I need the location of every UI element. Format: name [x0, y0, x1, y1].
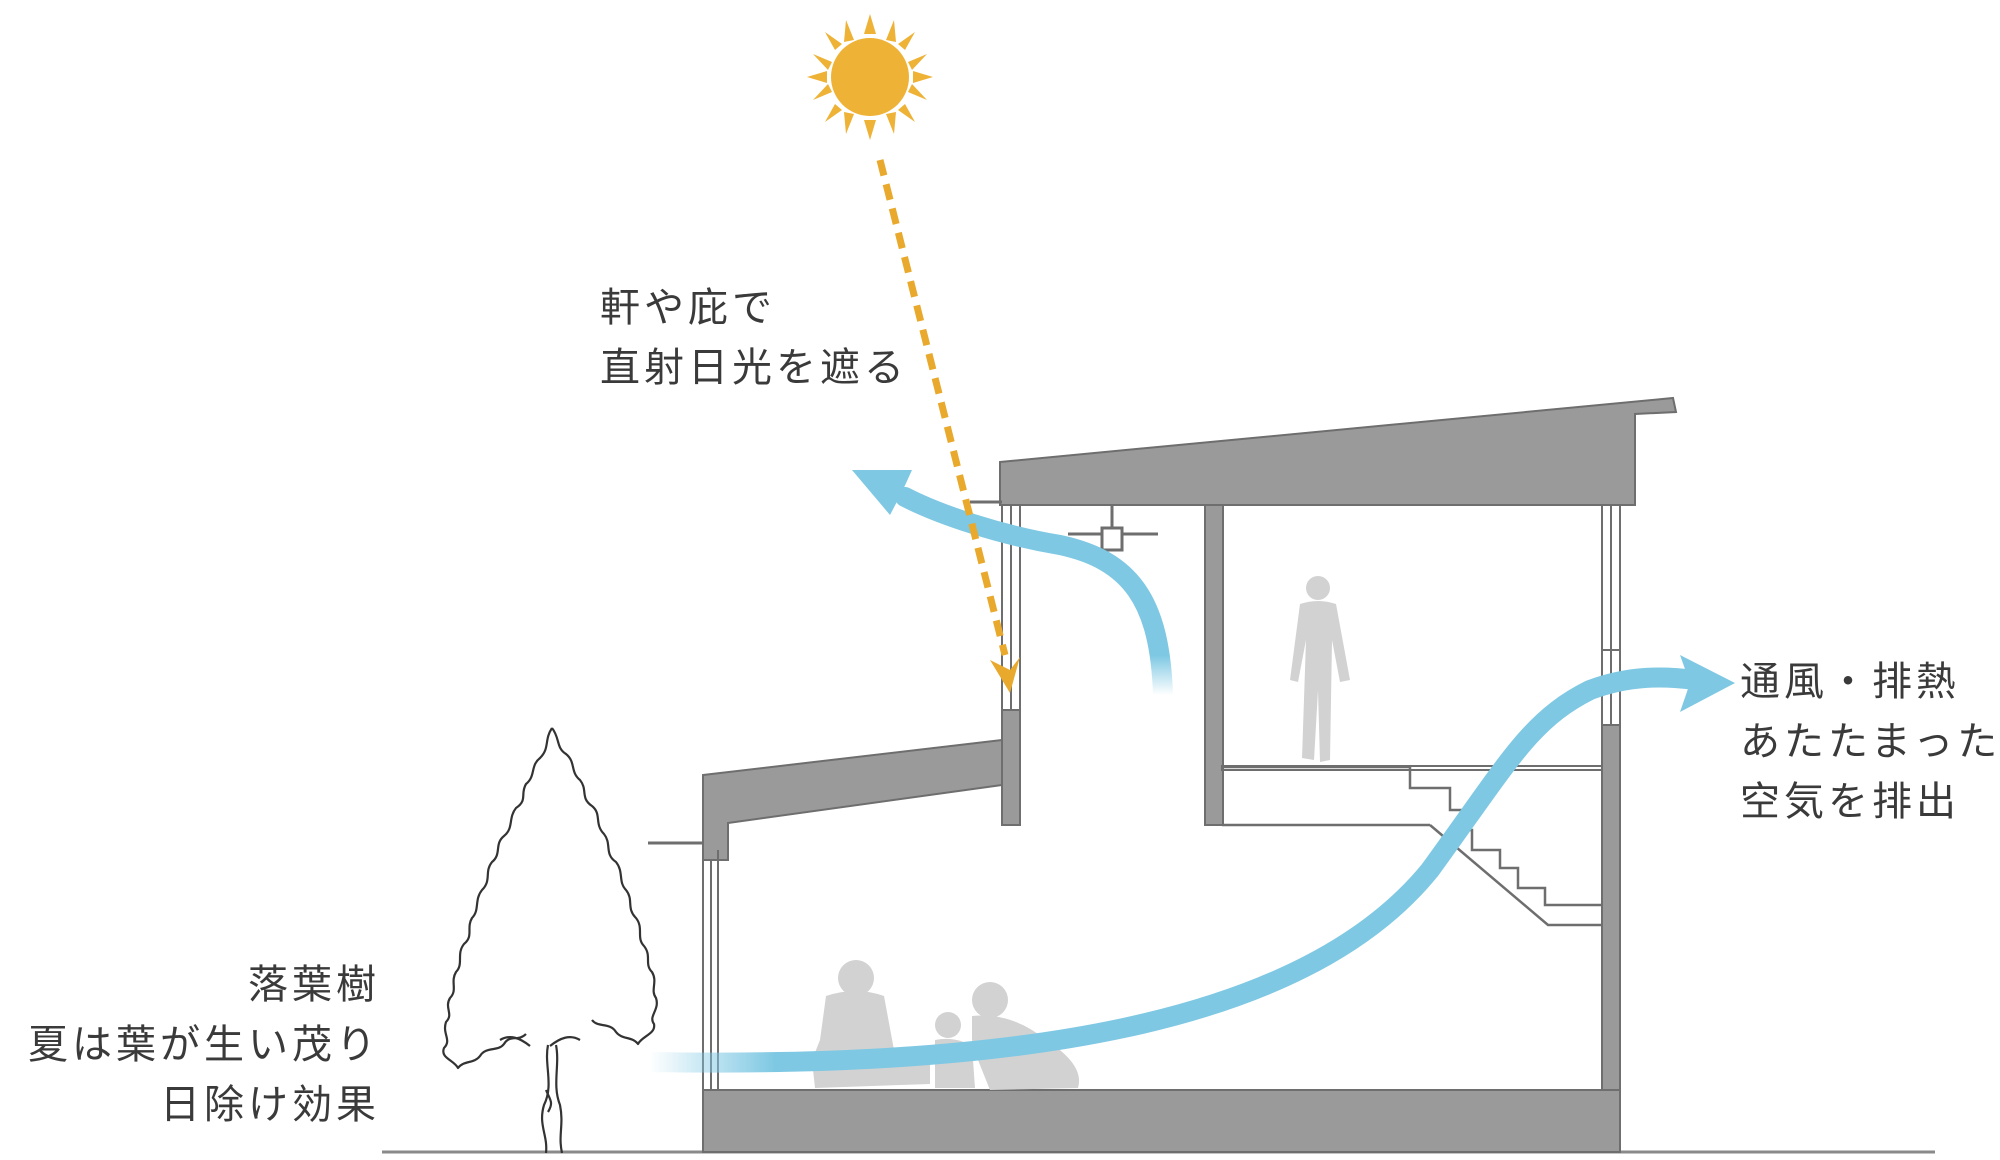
arrowhead	[1680, 655, 1735, 712]
upper-roof	[999, 396, 1678, 506]
label-line: 日除け効果	[160, 1082, 380, 1128]
label-ventilation: 通風・排熱 あたたまった 空気を排出	[1740, 652, 2000, 832]
sun-ray-arrowhead	[990, 657, 1020, 693]
lower-roof	[702, 738, 1003, 861]
person-silhouette-icon	[1290, 576, 1350, 762]
right-wall-lower	[1601, 724, 1621, 1091]
label-line: 夏は葉が生い茂り	[28, 1022, 380, 1068]
label-line: 通風・排熱	[1740, 659, 1960, 705]
deciduous-tree-icon	[442, 727, 658, 1154]
label-line: 軒や庇で	[600, 285, 776, 331]
label-deciduous-tree: 落葉樹 夏は葉が生い茂り 日除け効果	[28, 955, 380, 1135]
label-line: 直射日光を遮る	[600, 345, 908, 391]
arrowhead	[852, 470, 912, 515]
floor-slab	[702, 1089, 1621, 1153]
interior-wall	[1204, 504, 1224, 826]
label-line: 落葉樹	[248, 962, 380, 1008]
airflow-arrows	[640, 470, 1735, 1073]
sun-ray	[876, 159, 1009, 656]
label-line: 空気を排出	[1740, 779, 1960, 825]
people	[812, 576, 1350, 1090]
lower-left-wall	[702, 859, 712, 1091]
stairs	[1222, 765, 1602, 927]
airflow-exhaust	[640, 667, 1705, 1073]
airflow-upper	[895, 487, 1173, 705]
house-structure	[702, 396, 1678, 1153]
label-line: あたたまった	[1740, 719, 2000, 765]
mid-wall	[1001, 709, 1021, 826]
sun-icon	[807, 14, 933, 140]
ceiling-fan-icon	[1068, 505, 1158, 552]
label-eaves-shading: 軒や庇で 直射日光を遮る	[600, 278, 908, 398]
